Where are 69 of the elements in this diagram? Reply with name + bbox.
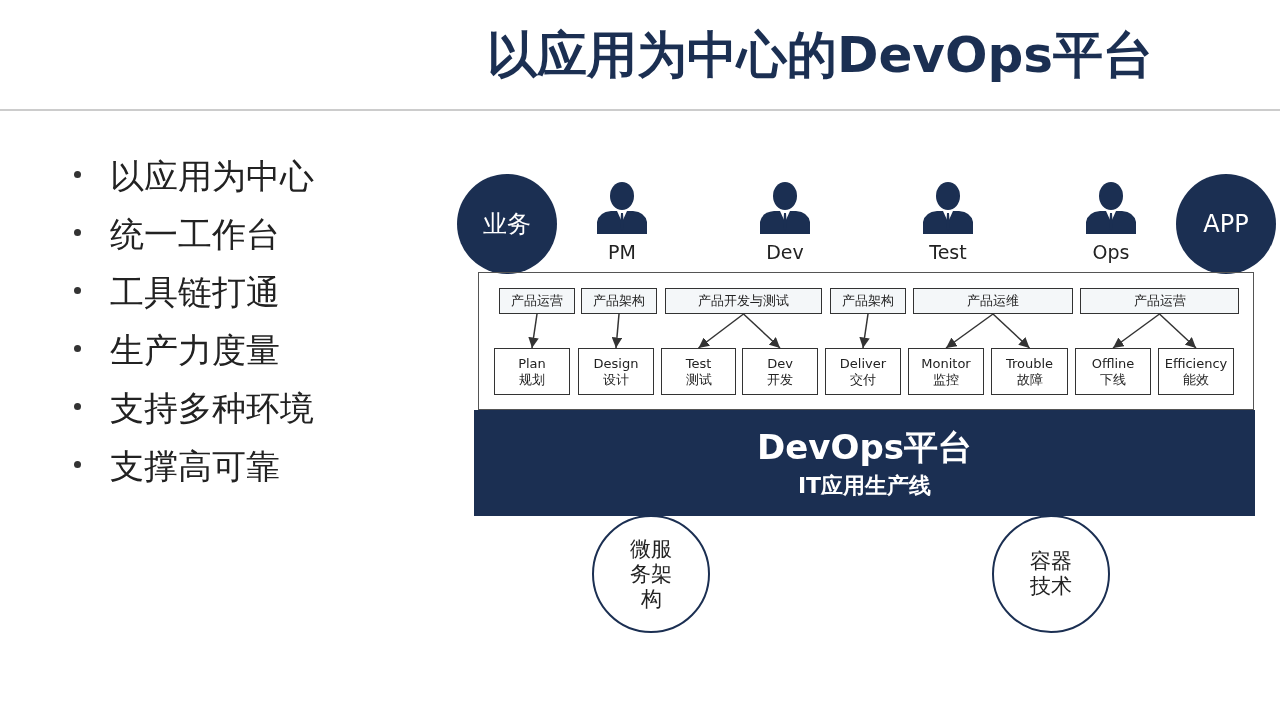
stage-box [1158,348,1234,395]
stage-name-zh: 交付 [850,371,876,388]
arrow [742,313,781,349]
category-box [830,288,906,314]
stage-box [991,348,1068,395]
stage-name: Deliver [839,355,887,372]
stage-name-zh: 故障 [1016,371,1043,388]
bullet-text: 工具链打通 [110,271,280,314]
node-label: 微服务架构 [629,536,673,612]
stage-box [661,348,736,395]
arrow [859,313,870,349]
stage-name: Test [685,355,712,372]
stage-name-zh: 开发 [767,371,793,388]
bullet-text: 支撑高可靠 [110,445,280,488]
node-label: 产品运维 [967,292,1019,310]
role-label: PM [607,241,637,263]
bullet-text: 统一工作台 [110,213,280,256]
technology-circle [992,515,1110,633]
node-label: 产品架构 [593,292,645,310]
category-box [499,288,575,314]
stage-name: Dev [767,355,793,372]
category-box [665,288,822,314]
slide-title: 以应用为中心的DevOps平台 [485,25,1155,86]
stage-name: Monitor [921,355,971,372]
bullet-text: 生产力度量 [110,329,280,372]
category-box [581,288,657,314]
stage-box [578,348,654,395]
stage-box [908,348,984,395]
category-box [913,288,1073,314]
stage-name: Trouble [1005,355,1054,372]
stage-box [494,348,570,395]
arrow [1158,313,1197,349]
stage-name-zh: 规划 [519,371,545,388]
category-box [1080,288,1239,314]
platform-band [474,410,1255,516]
platform-subtitle: IT应用生产线 [797,472,932,500]
node-label: APP [1203,210,1249,238]
node-label: 业务 [483,209,531,240]
stage-box [825,348,901,395]
technology-circle [592,515,710,633]
role-label: Test [928,241,968,263]
stage-box [1075,348,1151,395]
arrow [992,313,1031,349]
arrow [528,313,539,349]
stage-name-zh: 设计 [603,371,629,388]
node-label: 容器技术 [1029,549,1073,599]
bullet-text: 以应用为中心 [110,155,314,198]
arrow [1112,313,1161,349]
bullet-text: 支持多种环境 [110,387,314,430]
stage-name: Offline [1091,355,1135,372]
panel-box [478,272,1254,410]
stage-box [742,348,818,395]
platform-title: DevOps平台 [757,426,972,469]
stage-name-zh: 监控 [933,371,959,388]
node-label: 产品架构 [842,292,894,310]
role-label: Dev [765,241,805,263]
node-label: 产品运营 [511,292,563,310]
arrow [611,313,623,349]
arrow [945,313,994,349]
stage-name-zh: 能效 [1183,371,1209,388]
stage-name: Plan [518,355,546,372]
stage-name: Design [593,355,639,372]
stage-name-zh: 下线 [1100,371,1126,388]
node-label: 产品开发与测试 [698,292,789,310]
node-label: 产品运营 [1133,292,1186,310]
stage-name-zh: 测试 [685,371,712,388]
stage-name: Efficiency [1164,355,1228,372]
role-label: Ops [1091,241,1131,263]
arrow [697,313,745,349]
